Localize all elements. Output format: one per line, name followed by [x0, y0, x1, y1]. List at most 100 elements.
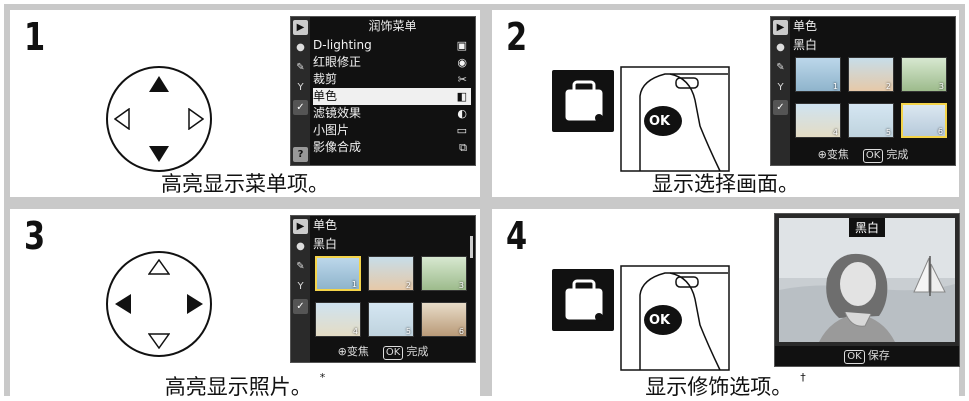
screen-subtitle: 黑白 [313, 237, 338, 251]
thumbnail[interactable]: 3 [421, 256, 467, 291]
retouch-tab-icon: ✓ [293, 299, 308, 314]
camera-button-icon [552, 70, 614, 132]
playback-tab-icon: ▶ [293, 20, 308, 35]
menu-tabs: ▶ ● ✎ Y ✓ [771, 17, 790, 165]
multi-selector-up-down [106, 66, 212, 172]
menu-tabs: ▶ ● ✎ Y ✓ [291, 216, 310, 362]
footer-done-label: 完成 [886, 148, 909, 161]
playback-tab-icon: ▶ [293, 219, 308, 234]
setup-tab-icon: Y [297, 281, 304, 292]
menu-item-label: 裁剪 [313, 72, 338, 86]
menu-item-red-eye[interactable]: 红眼修正 ◉ [313, 54, 471, 71]
thumbnail[interactable]: 2 [368, 256, 414, 291]
step-caption: 高亮显示菜单项。 [10, 168, 480, 198]
thumbnail[interactable]: 3 [901, 57, 947, 92]
small-picture-icon: ▭ [456, 124, 467, 137]
menu-item-monochrome[interactable]: 单色 ◧ [313, 88, 471, 105]
down-arrow-outline-icon [148, 333, 170, 349]
screen-title: 单色 [313, 218, 338, 232]
footer-save-label: 保存 [867, 349, 890, 362]
footer-done-label: 完成 [406, 345, 429, 358]
right-arrow-icon [187, 294, 203, 314]
thumbnail-selected[interactable]: 6 [901, 103, 947, 138]
menu-item-small-picture[interactable]: 小图片 ▭ [313, 122, 471, 139]
left-arrow-outline-icon [114, 108, 130, 130]
monochrome-icon: ◧ [456, 90, 467, 103]
thumbnail[interactable]: 5 [368, 302, 414, 337]
playback-tab-icon: ▶ [773, 20, 788, 35]
step-2-panel: 2 OK ▶ ● ✎ Y ✓ 单色 黑白 1 2 3 4 5 6 ⊕变焦 [486, 4, 965, 203]
scissors-icon: ✂ [457, 73, 467, 86]
help-icon: ? [293, 147, 308, 162]
setup-tab-icon: Y [297, 82, 304, 93]
menu-item-label: 影像合成 [313, 140, 362, 154]
thumbnail[interactable]: 5 [848, 103, 894, 138]
camera-button-icon [552, 269, 614, 331]
menu-item-trim[interactable]: 裁剪 ✂ [313, 71, 471, 88]
caption-text: 高亮显示照片。 [164, 375, 312, 399]
step-caption: 显示修饰选项。† [492, 371, 959, 401]
zoom-icon: ⊕ [337, 345, 347, 358]
menu-item-filter-effects[interactable]: 滤镜效果 ◐ [313, 105, 471, 122]
menu-title: 润饰菜单 [368, 19, 417, 33]
left-arrow-icon [115, 294, 131, 314]
menu-item-d-lighting[interactable]: D-lighting ▣ [313, 37, 471, 54]
ok-button-illustration [620, 265, 730, 371]
custom-settings-tab-icon: ✎ [776, 62, 785, 73]
ok-button-label: OK [649, 313, 671, 328]
shooting-tab-icon: ● [296, 42, 305, 53]
custom-settings-tab-icon: ✎ [296, 261, 305, 272]
footnote-mark: * [319, 371, 326, 384]
overlay-icon: ⧉ [459, 141, 467, 154]
shooting-tab-icon: ● [776, 42, 785, 53]
caption-text: 高亮显示菜单项。 [161, 172, 329, 196]
menu-item-label: 小图片 [313, 123, 350, 137]
up-arrow-icon [149, 76, 169, 92]
ok-button-illustration [620, 66, 730, 172]
caption-text: 显示修饰选项。 [645, 375, 793, 399]
caption-text: 显示选择画面。 [652, 172, 799, 196]
zoom-icon: ⊕ [817, 148, 827, 161]
thumbnail[interactable]: 6 [421, 302, 467, 337]
right-arrow-outline-icon [188, 108, 204, 130]
thumbnail[interactable]: 2 [848, 57, 894, 92]
menu-item-label: D-lighting [313, 38, 372, 52]
scrollbar[interactable] [470, 236, 473, 258]
ok-badge-icon: OK [862, 149, 884, 163]
screen-title: 单色 [793, 19, 818, 33]
ok-button-label: OK [649, 114, 671, 129]
preview-label: 黑白 [849, 218, 886, 237]
d-lighting-icon: ▣ [456, 39, 467, 52]
step-3-panel: 3 ▶ ● ✎ Y ✓ 单色 黑白 1 2 3 4 5 6 ⊕变焦 O [4, 203, 486, 399]
menu-item-image-overlay[interactable]: 影像合成 ⧉ [313, 139, 471, 156]
step-caption: 显示选择画面。 [492, 168, 959, 198]
retouch-menu-screen: ▶ ● ✎ Y ✓ ? 润饰菜单 D-lighting ▣ 红眼修正 ◉ 裁剪 … [290, 16, 476, 166]
thumbnail[interactable]: 4 [315, 302, 361, 337]
step-caption: 高亮显示照片。 * [10, 371, 480, 401]
up-arrow-outline-icon [148, 259, 170, 275]
retouch-tab-icon: ✓ [293, 100, 308, 115]
menu-item-label: 单色 [313, 89, 338, 103]
step-number: 1 [24, 15, 46, 59]
thumbnail[interactable]: 4 [795, 103, 841, 138]
multi-selector-left-right [106, 251, 212, 357]
setup-tab-icon: Y [777, 82, 784, 93]
thumbnail[interactable]: 1 [795, 57, 841, 92]
step-1-panel: 1 ▶ ● ✎ Y ✓ ? 润饰菜单 D-lighting ▣ 红眼修正 [4, 4, 486, 203]
thumbnail-selected[interactable]: 1 [315, 256, 361, 291]
ok-badge-icon: OK [844, 350, 865, 364]
preview-image [779, 218, 955, 342]
footer-zoom-label: 变焦 [346, 345, 369, 358]
step-number: 4 [506, 214, 528, 258]
retouch-tab-icon: ✓ [773, 100, 788, 115]
ok-badge-icon: OK [382, 346, 404, 360]
shooting-tab-icon: ● [296, 241, 305, 252]
filter-icon: ◐ [457, 107, 467, 120]
step-number: 3 [24, 214, 46, 258]
